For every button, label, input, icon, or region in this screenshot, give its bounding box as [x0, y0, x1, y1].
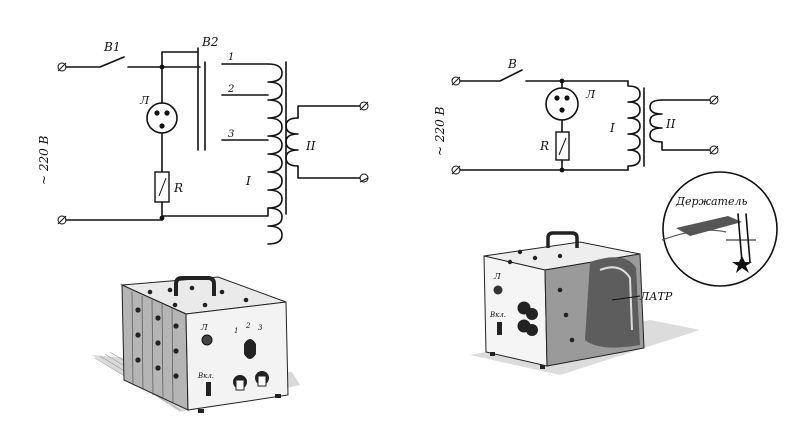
label-secondary-right: II	[665, 117, 676, 131]
box-left-selector-knob-icon	[244, 339, 256, 359]
lamp-symbol-left	[146, 66, 178, 173]
terminal-top-left	[57, 62, 67, 72]
resistor-left	[154, 171, 170, 221]
box-left-label-lamp: Л	[200, 323, 208, 332]
terminal-bottom-left	[57, 215, 67, 225]
box-left-label-switch: Вкл.	[197, 372, 214, 380]
label-primary-right: I	[609, 121, 615, 135]
box-right-switch-icon	[497, 322, 502, 335]
label-switch-b1: В1	[103, 40, 120, 54]
label-secondary-left: II	[305, 139, 316, 153]
label-lamp-left: Л	[139, 94, 150, 107]
label-switch-b2: В2	[201, 35, 218, 49]
terminal-right-top	[451, 76, 461, 86]
holder-tool-icon	[676, 216, 742, 236]
box-left-switch-icon	[206, 382, 211, 396]
box-left-lamp-icon	[201, 334, 213, 346]
box-left-side-hatching	[131, 291, 174, 404]
schematic-left: В1 В2 1 2 3 Л R I II ~ 220 В	[37, 35, 369, 245]
label-tap-1: 1	[228, 52, 234, 63]
schematic-right: В Л R I II ~ 220 В	[433, 57, 719, 175]
box-right-label-switch: Вкл.	[489, 311, 506, 319]
label-tap-2: 2	[227, 84, 234, 95]
label-lamp-right: Л	[585, 88, 596, 101]
label-tap-3: 3	[228, 129, 234, 140]
terminal-right-secondary-top	[709, 95, 719, 105]
box-left-handle-icon	[174, 276, 216, 296]
terminal-right-secondary-bottom	[709, 145, 719, 155]
label-supply-right: ~ 220 В	[433, 106, 447, 156]
terminal-secondary-bottom	[359, 173, 369, 183]
box-left-output-terminals-icon	[233, 371, 269, 391]
box-left-vent-holes	[135, 307, 179, 379]
terminal-secondary-top	[359, 101, 369, 111]
box-right-label-lamp: Л	[493, 272, 501, 281]
label-latr: ЛАТР	[639, 290, 673, 303]
lamp-symbol-right	[545, 80, 579, 133]
box-right-handle-icon	[546, 231, 579, 248]
box-left-label-tap-3: 3	[258, 324, 263, 332]
resistor-right	[555, 131, 570, 171]
label-resistor-left: R	[173, 181, 183, 195]
device-box-right: Л Вкл. ЛАТР	[470, 231, 700, 375]
label-supply-left: ~ 220 В	[37, 135, 51, 185]
box-right-lamp-icon	[493, 285, 503, 295]
box-right-output-terminals-icon	[517, 301, 538, 336]
latr-autotransformer-icon	[585, 257, 640, 348]
terminal-right-bottom	[451, 165, 461, 175]
label-switch-b: В	[507, 57, 517, 71]
box-left-label-tap-1: 1	[234, 327, 238, 335]
label-primary-left: I	[245, 174, 251, 188]
device-box-left: Л 1 2 3 Вкл.	[92, 276, 300, 413]
label-holder: Держатель	[675, 195, 748, 208]
spark-icon	[732, 256, 752, 273]
box-left-label-tap-2: 2	[245, 322, 251, 330]
inset-holder-detail: Держатель	[661, 171, 778, 287]
label-resistor-right: R	[539, 139, 549, 153]
